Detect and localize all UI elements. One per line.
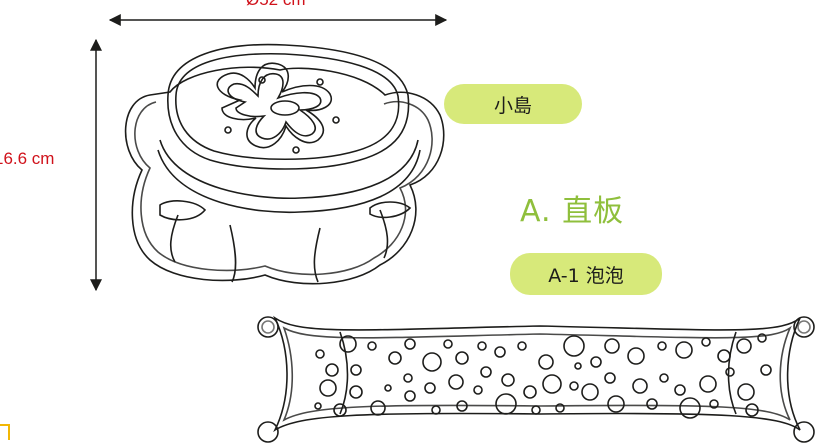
bubble-board-illustration bbox=[257, 315, 815, 443]
diameter-dimension-label: Ø52 cm bbox=[246, 0, 306, 10]
island-label: 小島 bbox=[493, 94, 532, 117]
section-title: A. 直板 bbox=[520, 194, 625, 229]
crop-mark bbox=[0, 424, 10, 440]
variant-label: A-1 泡泡 bbox=[548, 264, 624, 287]
height-dimension-label: 16.6 cm bbox=[0, 149, 55, 168]
variant-label-pill: A-1 泡泡 bbox=[510, 253, 662, 295]
island-stone-illustration bbox=[124, 43, 445, 285]
island-label-pill: 小島 bbox=[444, 84, 582, 124]
